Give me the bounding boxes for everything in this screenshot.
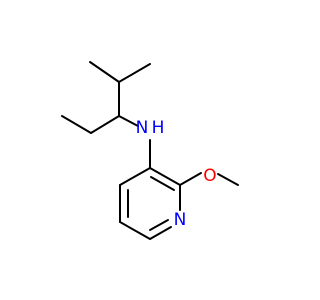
- bond-ring-n-c6: [149, 226, 172, 240]
- bond-methyl-left: [89, 61, 120, 83]
- bond-ch-ethyl: [90, 115, 120, 134]
- bond-ring-n-c6-inner: [149, 219, 169, 231]
- pyridine-nitrogen-label: N: [174, 210, 187, 230]
- bond-ring-c4-c3: [119, 167, 151, 186]
- bond-ethyl-methyl: [61, 115, 92, 134]
- oxygen-label: O: [203, 166, 216, 186]
- amine-hydrogen-label: H: [152, 118, 165, 138]
- amine-nitrogen-label: N: [136, 118, 149, 138]
- bond-ring-c3-c2-inner: [150, 176, 175, 191]
- bond-skeleton: [61, 61, 239, 240]
- bond-ch-nh: [118, 115, 139, 127]
- bond-c2-o: [179, 172, 202, 186]
- bond-o-methyl: [217, 173, 239, 186]
- molecule-structure: N H N O: [61, 61, 239, 240]
- bond-ring-c6-c5: [119, 221, 151, 240]
- bond-ring-c3-c2: [149, 167, 181, 186]
- bond-methyl-right: [118, 63, 151, 83]
